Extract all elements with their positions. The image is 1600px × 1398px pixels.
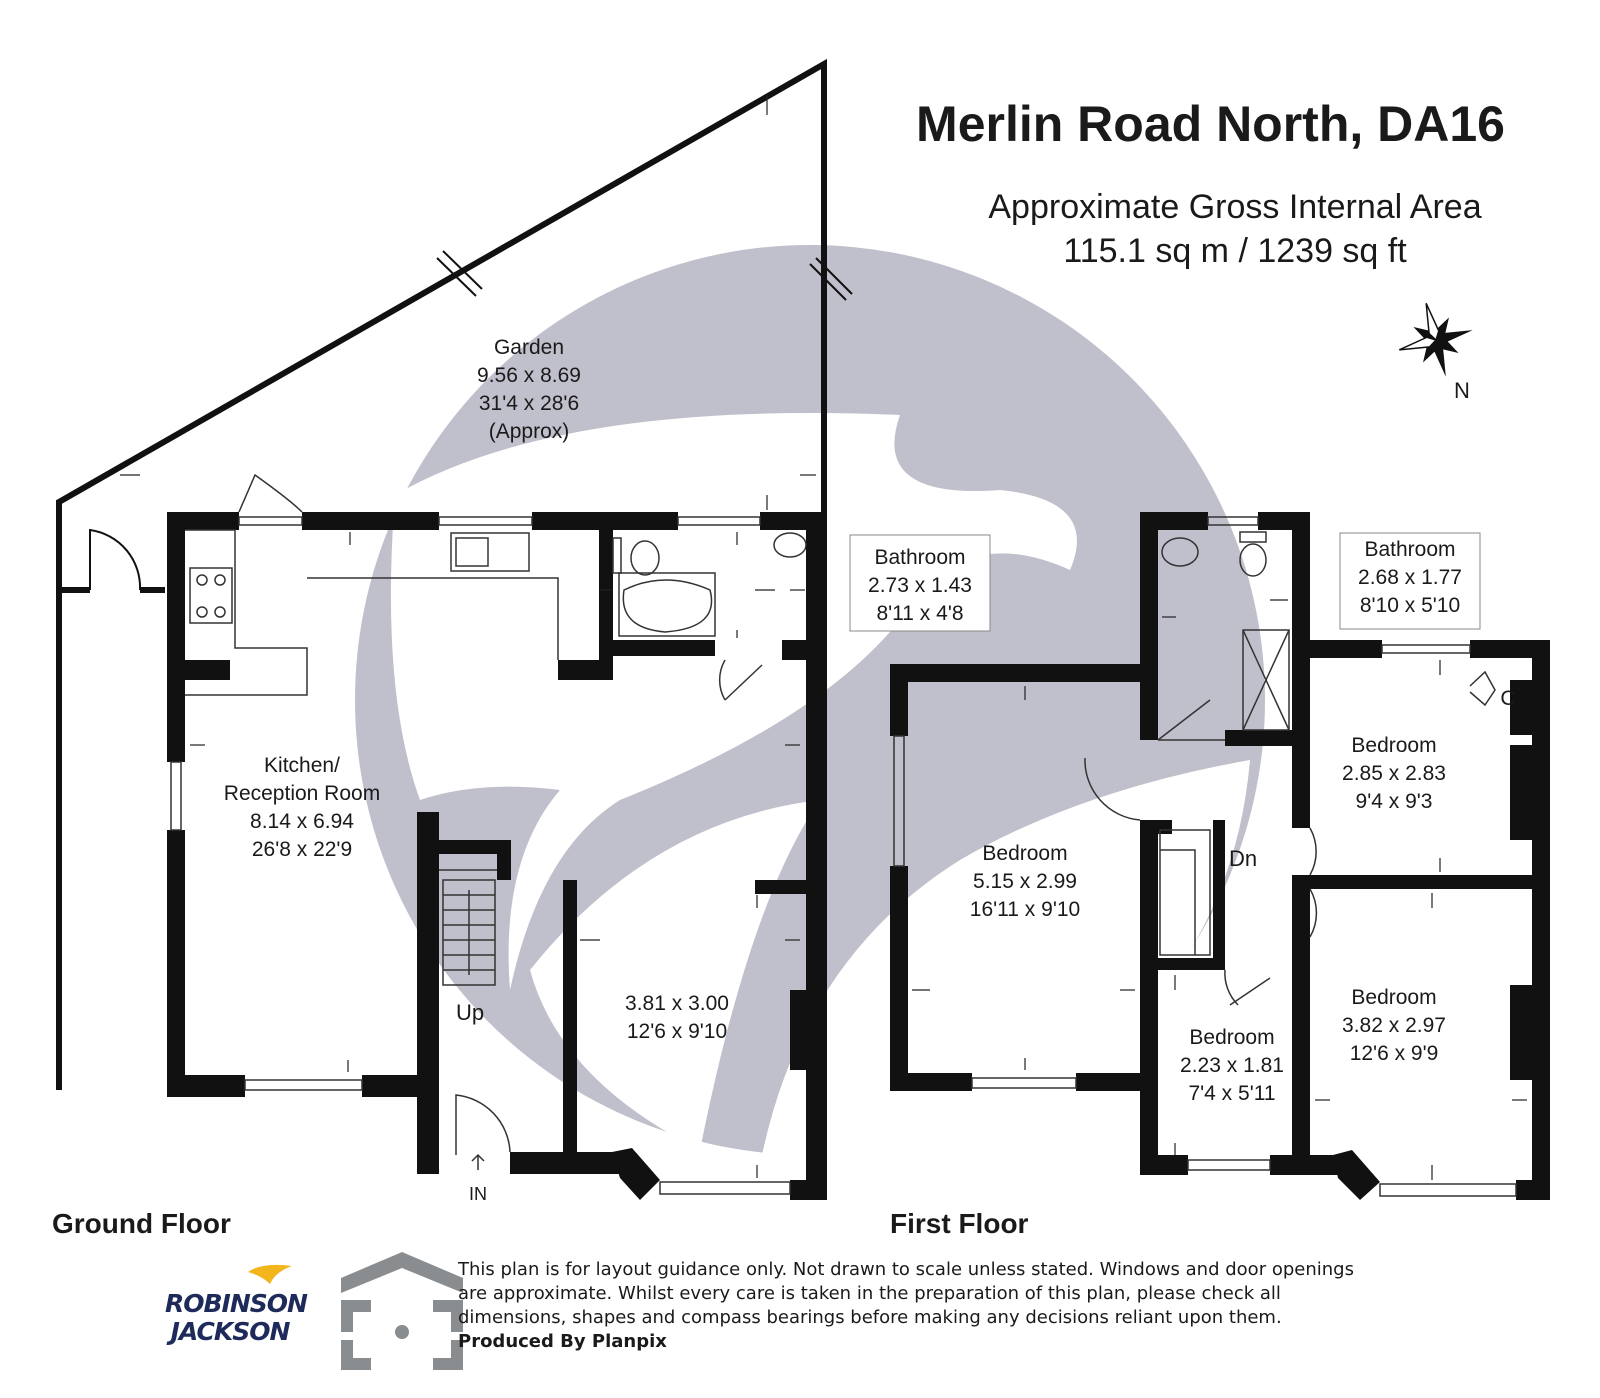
bedroom-large-metric: 5.15 x 2.99 [973,870,1077,893]
robinson-jackson-bird-icon [248,1264,292,1284]
kitchen-name-line2: Reception Room [224,782,380,805]
bedroom-back-imperial: 9'4 x 9'3 [1356,790,1433,813]
bedroom-front-metric: 3.82 x 2.97 [1342,1014,1446,1037]
robinson-jackson-logo: ROBINSON JACKSON [165,1289,308,1346]
bedroom-front-name: Bedroom [1351,986,1436,1009]
page-title: Merlin Road North, DA16 [916,96,1505,152]
first-floor-walls [890,512,1550,1200]
ground-bathroom-imperial: 8'11 x 4'8 [876,602,963,625]
area-heading: Approximate Gross Internal Area [988,188,1482,226]
first-floor-fixtures [893,516,1517,1197]
kitchen-imperial: 26'8 x 22'9 [252,838,352,861]
disclaimer-producer: Produced By Planpix [458,1331,667,1352]
planpix-logo [341,1252,463,1370]
ground-stairs-label: Up [456,1000,484,1025]
area-value: 115.1 sq m / 1239 sq ft [1063,232,1407,270]
front-room-metric: 3.81 x 3.00 [625,992,729,1015]
garden-note: (Approx) [489,420,570,443]
front-room-imperial: 12'6 x 9'10 [627,1020,727,1043]
bedroom-small-metric: 2.23 x 1.81 [1180,1054,1284,1077]
disclaimer: This plan is for layout guidance only. N… [458,1258,1358,1354]
dimension-markers [120,95,1527,1180]
first-bathroom-name: Bathroom [1364,538,1455,561]
disclaimer-line3: dimensions, shapes and compass bearings … [458,1307,1282,1328]
brand-line2: JACKSON [170,1317,291,1346]
garden-imperial: 31'4 x 28'6 [479,392,579,415]
brand-line1: ROBINSON [165,1289,308,1318]
compass-icon [1398,302,1473,377]
ground-floor-title: Ground Floor [52,1208,231,1239]
first-floor-title: First Floor [890,1208,1029,1239]
entrance-label: IN [469,1184,487,1204]
kitchen-name-line1: Kitchen/ [264,754,340,777]
disclaimer-line2: are approximate. Whilst every care is ta… [458,1283,1281,1304]
garden-metric: 9.56 x 8.69 [477,364,581,387]
bedroom-back-name: Bedroom [1351,734,1436,757]
first-bathroom-label-box [1339,532,1481,630]
bedroom-large-name: Bedroom [982,842,1067,865]
ground-bathroom-metric: 2.73 x 1.43 [868,574,972,597]
bedroom-small-name: Bedroom [1189,1026,1274,1049]
ground-floor-fixtures [170,473,807,1195]
ground-bathroom-name: Bathroom [874,546,965,569]
first-bathroom-imperial: 8'10 x 5'10 [1360,594,1460,617]
compass-north-label: N [1454,378,1470,403]
bedroom-back-metric: 2.85 x 2.83 [1342,762,1446,785]
bedroom-large-imperial: 16'11 x 9'10 [970,898,1080,921]
bedroom-front-imperial: 12'6 x 9'9 [1350,1042,1439,1065]
garden-name: Garden [494,336,564,359]
kitchen-metric: 8.14 x 6.94 [250,810,354,833]
disclaimer-line1: This plan is for layout guidance only. N… [458,1259,1354,1280]
cupboard-label: C [1500,687,1515,710]
bedroom-small-imperial: 7'4 x 5'11 [1188,1082,1275,1105]
first-stairs-label: Dn [1229,846,1257,871]
first-bathroom-metric: 2.68 x 1.77 [1358,566,1462,589]
ground-floor-walls [167,512,824,1200]
ground-bathroom-label-box [849,534,991,632]
